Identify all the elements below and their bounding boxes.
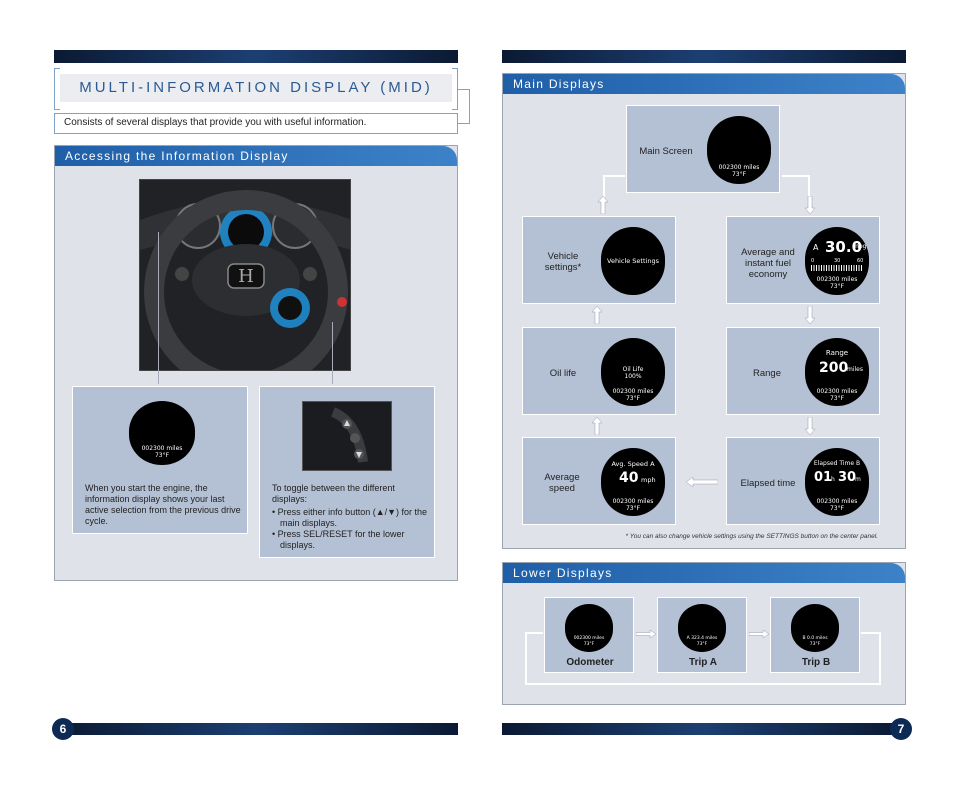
screen-avg-fuel: A 30.0 mpg 0 30 60 002300 miles 73°F (805, 227, 869, 295)
arrow-down-icon (805, 417, 815, 435)
lower-label-trip-b: Trip B (771, 657, 861, 668)
card-main-screen: Main Screen 002300 miles 73°F (626, 105, 780, 193)
footnote: * You can also change vehicle settings u… (540, 533, 878, 540)
arrow-down-icon (805, 306, 815, 324)
screen-oil-life: Oil Life 100% 002300 miles 73°F (601, 338, 665, 406)
lower-label-trip-a: Trip A (658, 657, 748, 668)
top-bar-left (54, 50, 458, 63)
screen-lower-trip-b: B 0.0 miles 73°F (791, 604, 839, 652)
page-number-left: 6 (52, 718, 74, 740)
card-vehicle-settings-label: Vehicle settings* (533, 251, 593, 273)
lower-loop-right-tick (861, 632, 881, 634)
lower-displays-heading: Lower Displays (503, 563, 905, 583)
fuel-gauge-bar (811, 265, 863, 271)
card-elapsed-label: Elapsed time (733, 478, 803, 489)
screen-avg-speed: Avg. Speed A 40 mph 002300 miles 73°F (601, 448, 665, 516)
screen-lower-trip-a: A 323.4 miles 73°F (678, 604, 726, 652)
lower-card-trip-a: A 323.4 miles 73°F Trip A (657, 597, 747, 673)
page-title: MULTI-INFORMATION DISPLAY (MID) (60, 74, 452, 102)
card-main-screen-label: Main Screen (631, 146, 701, 157)
card-avg-fuel: Average and instant fuel economy A 30.0 … (726, 216, 880, 304)
card-oil-life-label: Oil life (533, 368, 593, 379)
card-range: Range Range 200 miles 002300 miles 73°F (726, 327, 880, 415)
screen-range: Range 200 miles 002300 miles 73°F (805, 338, 869, 406)
start-engine-text: When you start the engine, the informati… (85, 483, 241, 527)
info-buttons-photo (302, 401, 392, 471)
lower-label-odometer: Odometer (545, 657, 635, 668)
page-number-right: 7 (890, 718, 912, 740)
toggle-bullet-2: • Press SEL/RESET for the lower displays… (272, 529, 428, 551)
screen-elapsed: Elapsed Time B 01 h 30 m 002300 miles 73… (805, 448, 869, 516)
card-avg-fuel-label: Average and instant fuel economy (733, 247, 803, 280)
card-range-label: Range (737, 368, 797, 379)
accessing-heading: Accessing the Information Display (55, 146, 457, 166)
arrow-down-icon (805, 196, 815, 214)
main-displays-heading: Main Displays (503, 74, 905, 94)
arrow-right-icon (636, 630, 656, 638)
svg-text:H: H (238, 266, 254, 287)
arrow-left-icon (686, 477, 718, 487)
bottom-bar-right (502, 723, 900, 735)
callout-line-right (332, 322, 333, 384)
screen-vehicle-settings: Vehicle Settings (601, 227, 665, 295)
screen-main: 002300 miles 73°F (707, 116, 771, 184)
toggle-card: To toggle between the different displays… (259, 386, 435, 558)
title-connector (458, 89, 470, 124)
lower-loop-left-tick (525, 632, 543, 634)
bottom-bar-left (60, 723, 458, 735)
arrow-right-icon (749, 630, 769, 638)
arrow-up-icon (592, 306, 602, 324)
card-oil-life: Oil life Oil Life 100% 002300 miles 73°F (522, 327, 676, 415)
callout-line-left (158, 232, 159, 384)
card-vehicle-settings: Vehicle settings* Vehicle Settings (522, 216, 676, 304)
steering-wheel-photo: H (139, 179, 351, 371)
arrow-up-icon (592, 417, 602, 435)
top-bar-right (502, 50, 906, 63)
page-subtitle: Consists of several displays that provid… (54, 113, 458, 134)
screen-lower-odometer: 002300 miles 73°F (565, 604, 613, 652)
card-avg-speed-label: Average speed (537, 472, 587, 494)
lower-card-trip-b: B 0.0 miles 73°F Trip B (770, 597, 860, 673)
toggle-intro: To toggle between the different displays… (272, 483, 428, 505)
mid-screen-odometer: 002300 miles 73°F (129, 401, 195, 465)
toggle-bullet-1: • Press either info button (▲/▼) for the… (272, 507, 428, 529)
start-engine-card: 002300 miles 73°F When you start the eng… (72, 386, 248, 534)
arrow-up-icon (598, 196, 608, 214)
lower-card-odometer: 002300 miles 73°F Odometer (544, 597, 634, 673)
card-avg-speed: Average speed Avg. Speed A 40 mph 002300… (522, 437, 676, 525)
card-elapsed: Elapsed time Elapsed Time B 01 h 30 m 00… (726, 437, 880, 525)
